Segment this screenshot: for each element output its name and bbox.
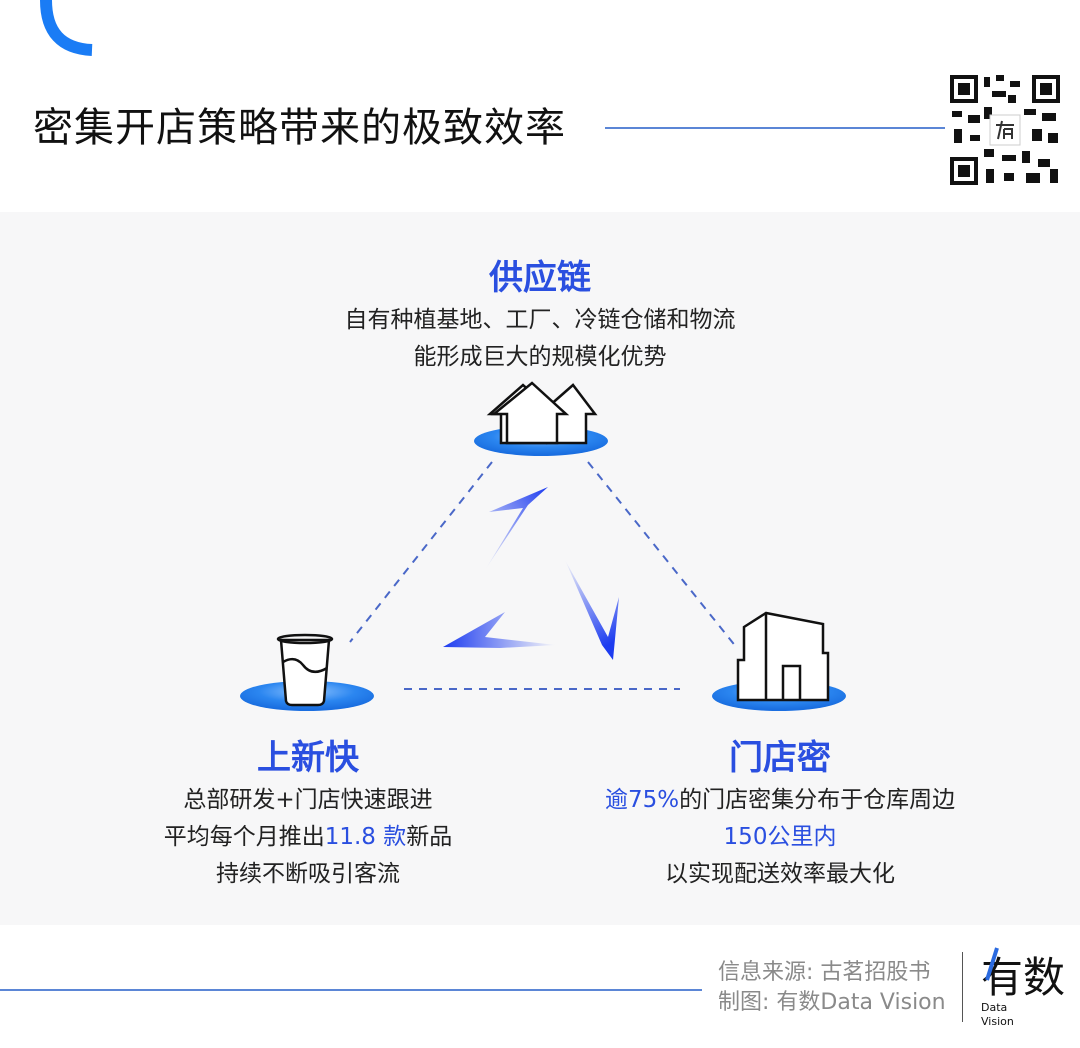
dashed-connectors <box>349 461 738 690</box>
new-line-2-post: 新品 <box>406 824 453 850</box>
source-text: 信息来源: 古茗招股书 <box>718 960 931 985</box>
supply-chain-title: 供应链 <box>489 258 591 298</box>
store-building-icon <box>712 611 846 711</box>
new-products-title: 上新快 <box>257 738 359 778</box>
monthly-new-products-count: 11.8 款 <box>324 824 407 850</box>
supply-chain-description: 自有种植基地、工厂、冷链仓储和物流 能形成巨大的规模化优势 <box>240 302 840 376</box>
title-divider <box>605 127 945 129</box>
credit-text: 制图: 有数Data Vision <box>718 990 946 1015</box>
cup-icon <box>240 633 374 711</box>
page-title: 密集开店策略带来的极致效率 <box>33 105 566 151</box>
store-line-3: 以实现配送效率最大化 <box>665 861 895 887</box>
new-line-1: 总部研发+门店快速跟进 <box>183 787 433 813</box>
supply-line-1: 自有种植基地、工厂、冷链仓储和物流 <box>344 307 736 333</box>
new-products-description: 总部研发+门店快速跟进 平均每个月推出11.8 款新品 持续不断吸引客流 <box>108 782 508 893</box>
footer-vertical-divider <box>962 952 963 1022</box>
svg-text:有数: 有数 <box>981 953 1065 1002</box>
arrow-left-icon <box>443 612 556 648</box>
store-line-1: 逾75%的门店密集分布于仓库周边 <box>530 782 1030 819</box>
new-line-2: 平均每个月推出11.8 款新品 <box>108 819 508 856</box>
store-density-description: 逾75%的门店密集分布于仓库周边 150公里内 以实现配送效率最大化 <box>530 782 1030 893</box>
supply-line-2: 能形成巨大的规模化优势 <box>413 344 667 370</box>
store-density-title: 门店密 <box>729 738 831 778</box>
supply-node-icon <box>474 381 608 456</box>
diagram-panel <box>0 212 1080 925</box>
arrow-down-icon <box>565 560 619 660</box>
new-line-2-pre: 平均每个月推出 <box>163 824 325 850</box>
store-line-1-post: 的门店密集分布于仓库周边 <box>679 787 956 813</box>
store-percentage: 逾75% <box>604 787 680 813</box>
footer-divider <box>0 989 702 991</box>
store-distance: 150公里内 <box>723 824 837 850</box>
connector-supply-to-stores <box>587 461 738 649</box>
data-vision-logo: 有数 Data Vision <box>981 947 1065 1028</box>
corner-arc-decoration <box>40 0 93 56</box>
qr-code-icon <box>948 73 1062 187</box>
svg-text:Data: Data <box>981 1001 1007 1014</box>
connector-supply-to-new <box>349 461 493 643</box>
arrow-up-right-icon <box>485 487 548 570</box>
new-line-3: 持续不断吸引客流 <box>216 861 400 887</box>
svg-text:Vision: Vision <box>981 1015 1014 1028</box>
